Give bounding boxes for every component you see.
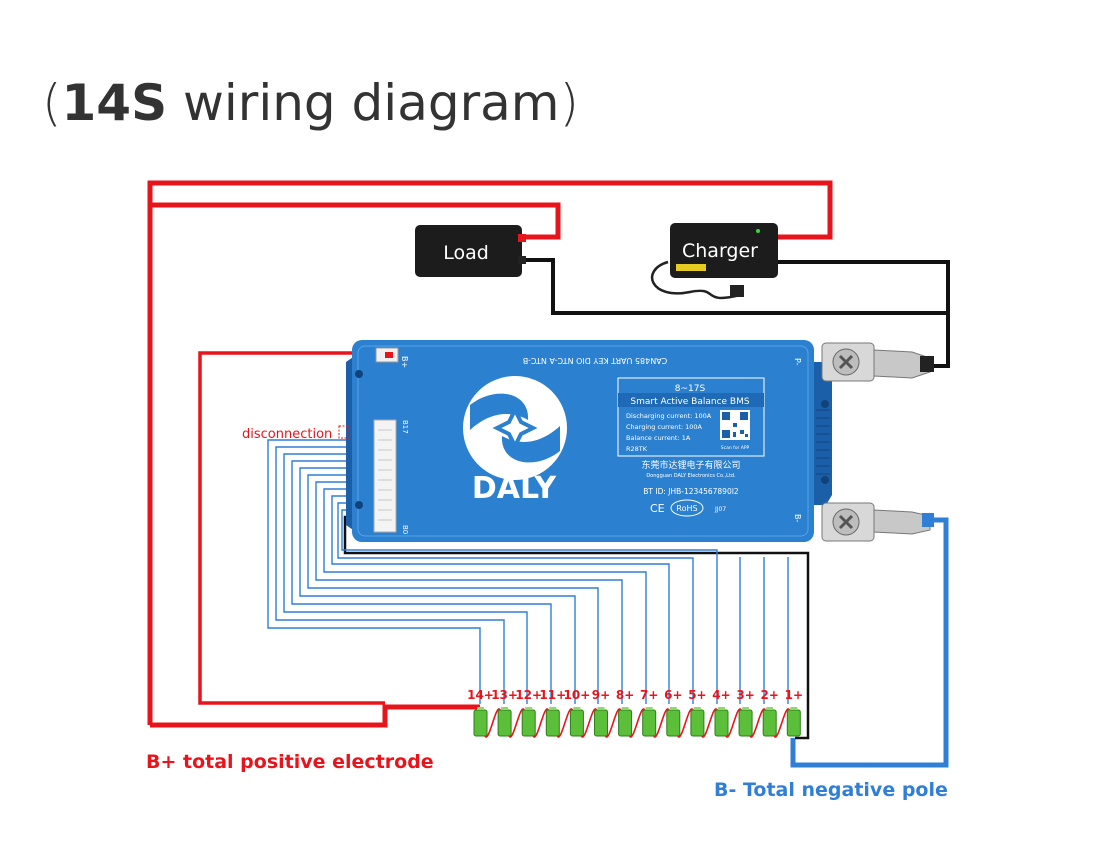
bms-code: JJ07 bbox=[714, 506, 726, 513]
battery-cell bbox=[521, 709, 536, 737]
bms-unit: B+ B17 B0 CAN485 UART KEY DIO NTC-A NTC-… bbox=[346, 340, 934, 542]
battery-cells bbox=[473, 707, 801, 738]
battery-cell bbox=[762, 709, 777, 737]
disconnection-marker bbox=[338, 425, 350, 439]
cell-label: 4+ bbox=[712, 688, 730, 702]
disconnection-label: disconnection bbox=[242, 427, 332, 442]
page-title: (14S wiring diagram) bbox=[42, 74, 579, 132]
battery-cell bbox=[618, 709, 633, 737]
charger-label: Charger bbox=[682, 240, 758, 262]
battery-cell-cap bbox=[693, 707, 701, 710]
cell-label: 13+ bbox=[491, 688, 518, 702]
battery-cell bbox=[569, 709, 584, 737]
series-link-wire bbox=[556, 708, 574, 738]
daly-logo-icon bbox=[463, 376, 567, 480]
bms-company-en: Dongguan DALY Electronics Co.,Ltd. bbox=[646, 473, 736, 479]
battery-cell-cap bbox=[790, 707, 798, 710]
b-plus-wire bbox=[198, 351, 388, 705]
series-link-wire bbox=[749, 708, 766, 738]
battery-cell-cap bbox=[597, 707, 605, 710]
series-link-wire bbox=[580, 708, 598, 738]
load-device: Load bbox=[415, 225, 526, 277]
battery-cell bbox=[497, 709, 512, 737]
cell-label: 8+ bbox=[616, 688, 634, 702]
bms-port-labels: CAN485 UART KEY DIO NTC-A NTC-B bbox=[523, 356, 667, 365]
b-minus-terminal bbox=[821, 502, 934, 542]
battery-cell bbox=[545, 709, 560, 737]
cell-label: 7+ bbox=[640, 688, 658, 702]
cell-label: 2+ bbox=[760, 688, 778, 702]
bms-model: 8~17S bbox=[675, 384, 706, 394]
bms-b17-label: B17 bbox=[401, 420, 409, 434]
battery-cell bbox=[473, 709, 488, 737]
battery-cell-cap bbox=[742, 707, 750, 710]
bms-spec-2: Charging current: 100A bbox=[626, 423, 703, 431]
battery-cell bbox=[594, 709, 608, 737]
bms-ce-mark: CE bbox=[650, 502, 665, 515]
cell-label: 6+ bbox=[664, 688, 682, 702]
battery-cell bbox=[738, 709, 753, 737]
bms-b-plus-label: B+ bbox=[400, 356, 409, 368]
series-link-wire bbox=[604, 708, 622, 738]
b-minus-wire bbox=[790, 517, 949, 768]
cell-label: 9+ bbox=[592, 688, 610, 702]
qr-code-icon bbox=[720, 410, 750, 440]
bms-product: Smart Active Balance BMS bbox=[630, 397, 749, 407]
cell-label: 3+ bbox=[736, 688, 754, 702]
series-link-wire bbox=[532, 708, 550, 738]
battery-cell-cap bbox=[501, 707, 509, 710]
series-link-wire bbox=[484, 708, 501, 738]
series-link-wire bbox=[628, 708, 646, 738]
bms-rohs-mark: RoHS bbox=[676, 504, 697, 513]
cell-label: 5+ bbox=[688, 688, 706, 702]
battery-cell bbox=[666, 709, 681, 737]
cell-label: 12+ bbox=[515, 688, 542, 702]
cell-label: 11+ bbox=[539, 688, 566, 702]
bms-p-minus-label: P- bbox=[793, 358, 802, 366]
battery-cell-cap bbox=[621, 707, 629, 710]
series-link-wire bbox=[701, 708, 718, 738]
battery-cell bbox=[642, 709, 657, 737]
battery-cell-cap bbox=[477, 707, 484, 710]
battery-cell-cap bbox=[669, 707, 677, 710]
bms-brand: DALY bbox=[472, 471, 558, 506]
cell-labels: 14+13+12+11+10+9+ 8+ 7+ 6+ 5+ 4+ 3+ 2+ 1+ bbox=[467, 688, 803, 702]
bms-spec-3: Balance current: 1A bbox=[626, 434, 691, 442]
bms-spec-1: Discharging current: 100A bbox=[626, 412, 712, 420]
battery-cell-cap bbox=[766, 707, 774, 710]
cell-label: 10+ bbox=[564, 688, 591, 702]
bms-b0-label: B0 bbox=[401, 525, 409, 534]
b-plus-total-label: B+ total positive electrode bbox=[146, 751, 434, 773]
b-minus-total-label: B- Total negative pole bbox=[714, 779, 948, 801]
cell-label: 1+ bbox=[785, 688, 803, 702]
charger-device: Charger bbox=[650, 223, 778, 300]
battery-cell-cap bbox=[573, 707, 581, 710]
battery-cell bbox=[690, 709, 705, 737]
battery-cell-cap bbox=[645, 707, 653, 710]
balance-wires bbox=[267, 439, 789, 704]
bms-bt-id: BT ID: JHB-1234567890I2 bbox=[643, 487, 739, 496]
series-link-wire bbox=[652, 708, 670, 738]
series-link-wire bbox=[677, 708, 694, 738]
battery-cell-cap bbox=[525, 707, 533, 710]
battery-cell bbox=[714, 709, 729, 737]
series-link-wire bbox=[725, 708, 742, 738]
series-link-wire bbox=[508, 708, 525, 738]
battery-cell-cap bbox=[718, 707, 725, 710]
bms-b-minus-label: B- bbox=[793, 514, 802, 522]
bms-spec-4: R28TK bbox=[626, 445, 648, 453]
cell-label: 14+ bbox=[467, 688, 494, 702]
battery-cell-cap bbox=[549, 707, 557, 710]
bms-company-cn: 东莞市达锂电子有限公司 bbox=[641, 459, 740, 471]
load-label: Load bbox=[443, 242, 489, 264]
qr-caption: Scan for APP bbox=[721, 445, 750, 451]
positive-main-wire bbox=[147, 180, 833, 728]
series-link-wire bbox=[773, 708, 791, 738]
p-minus-terminal bbox=[821, 342, 934, 382]
battery-cell bbox=[786, 709, 801, 737]
